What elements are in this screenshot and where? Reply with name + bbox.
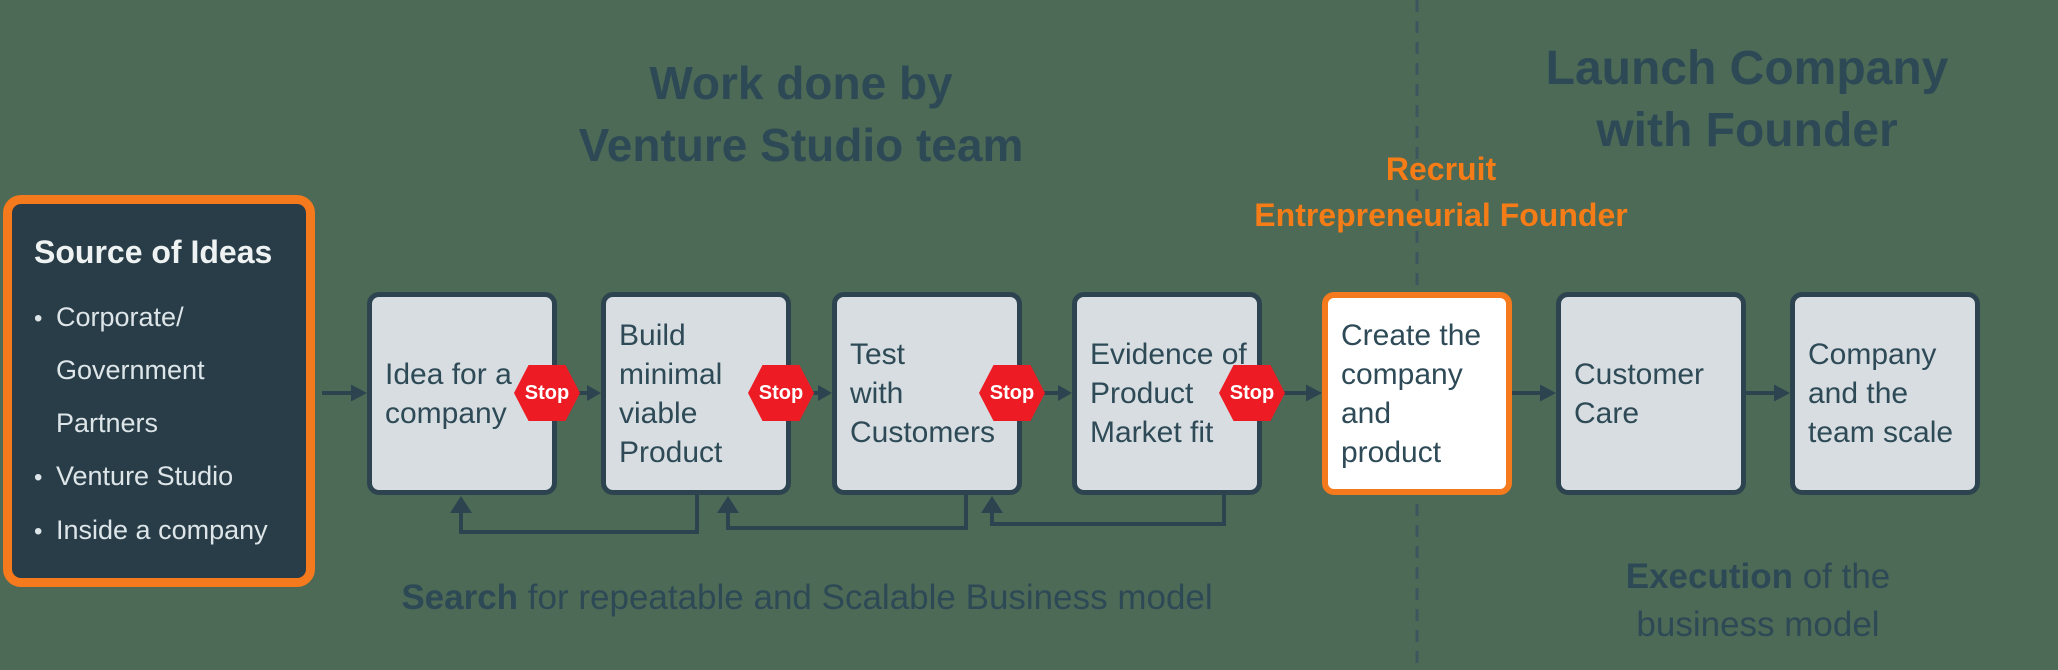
execution-caption: Execution of the business model — [1508, 553, 2008, 649]
stop-sign-label: Stop — [1229, 381, 1275, 404]
bullet-icon — [34, 504, 56, 558]
bullet-text: Inside a company — [56, 515, 268, 545]
bullet-text: Venture Studio — [56, 461, 234, 491]
flow-box-label: Idea for a company — [385, 357, 512, 430]
flow-box-create-company: Create the company and product — [1322, 292, 1512, 495]
flow-box-label: Create the company and product — [1341, 318, 1482, 469]
stop-sign-label: Stop — [989, 381, 1035, 404]
search-caption-rest: for repeatable and Scalable Business mod… — [518, 578, 1213, 617]
flow-box-company-scale: Company and the team scale — [1790, 292, 1980, 495]
stop-sign: Stop — [979, 365, 1045, 421]
flow-box-label: Build minimal viable Product — [619, 318, 723, 469]
flow-box-evidence-pmf: Evidence of Product Market fit — [1072, 292, 1262, 495]
flow-box-label: Company and the team scale — [1808, 338, 1954, 449]
arrow-stop4-to-create — [1284, 384, 1322, 402]
feedback-arrow-test-to-build — [717, 495, 968, 530]
search-caption-bold: Search — [401, 578, 519, 617]
right-phase-title: Launch Company with Founder — [1545, 42, 1949, 157]
arrow-source-to-idea — [322, 384, 367, 402]
flow-box-label: Customer Care — [1574, 357, 1705, 430]
bullet-icon — [34, 291, 56, 345]
stop-sign: Stop — [514, 365, 580, 421]
bullet-icon — [34, 450, 56, 504]
execution-caption-bold: Execution — [1625, 557, 1793, 596]
source-panel-bullet-list: Corporate/ Government Partners Venture S… — [34, 291, 288, 558]
arrow-stop3-to-evidence — [1043, 385, 1072, 401]
search-caption: Search for repeatable and Scalable Busin… — [357, 574, 1257, 622]
flow-box-label: Evidence of Product Market fit — [1090, 338, 1247, 449]
stop-sign: Stop — [1219, 365, 1285, 421]
list-item: Venture Studio — [34, 450, 288, 504]
left-phase-title: Work done by Venture Studio team — [578, 57, 1024, 171]
flow-box-customer-care: Customer Care — [1556, 292, 1746, 495]
arrow-stop1-to-build — [578, 385, 601, 401]
arrow-create-to-customer-care — [1512, 384, 1556, 402]
stop-sign-label: Stop — [758, 381, 804, 404]
flow-box-label: Test with Customers — [850, 338, 996, 449]
bullet-text: Corporate/ Government Partners — [56, 302, 205, 438]
execution-caption-rest: of the business model — [1636, 557, 1891, 644]
stop-sign: Stop — [748, 365, 814, 421]
list-item: Corporate/ Government Partners — [34, 291, 288, 450]
source-panel-title: Source of Ideas — [34, 234, 273, 270]
arrow-stop2-to-test — [812, 385, 832, 401]
feedback-arrow-evidence-to-test — [981, 495, 1226, 526]
source-of-ideas-panel: Source of Ideas Corporate/ Government Pa… — [3, 195, 315, 587]
list-item: Inside a company — [34, 504, 288, 558]
arrow-customer-care-to-scale — [1746, 384, 1790, 402]
stop-sign-label: Stop — [524, 381, 570, 404]
feedback-arrow-build-to-idea — [450, 495, 699, 534]
recruit-founder-label: Recruit Entrepreneurial Founder — [1254, 151, 1628, 233]
